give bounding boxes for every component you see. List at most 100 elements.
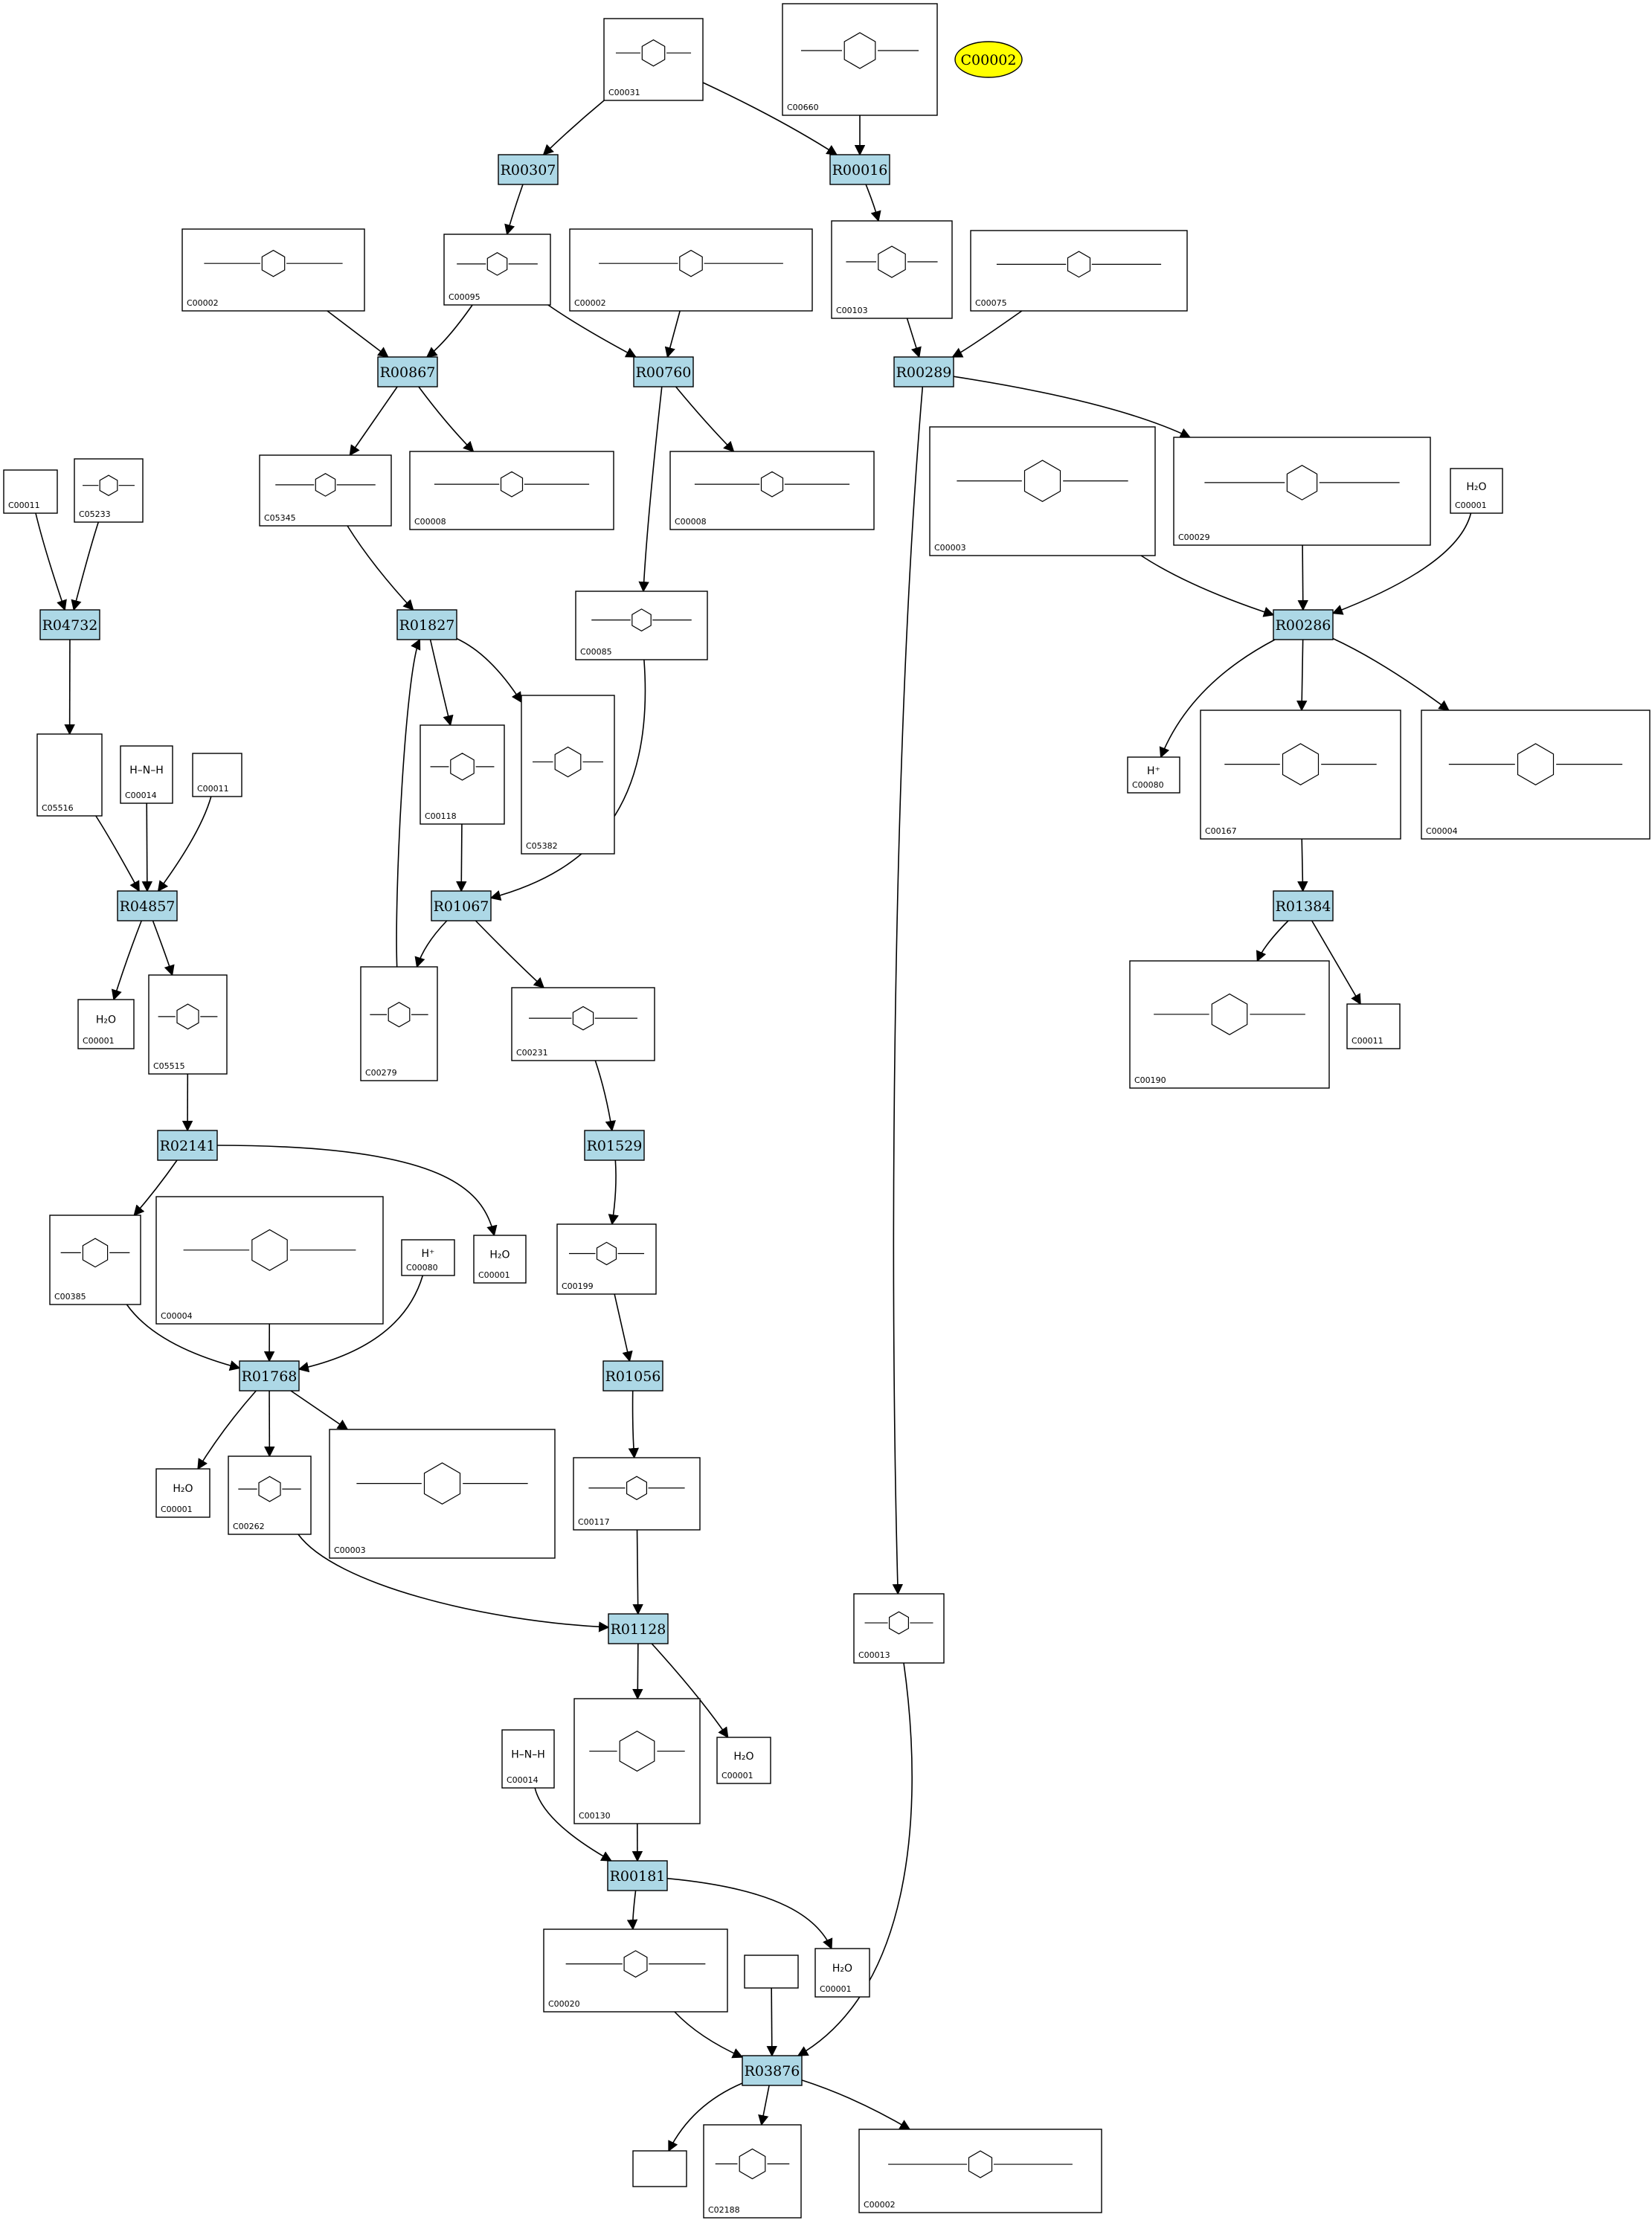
compound-c2b[interactable]: C00002 xyxy=(569,228,813,312)
compound-id: C00095 xyxy=(449,292,481,302)
compound-c5516[interactable]: C05516 xyxy=(36,733,103,817)
edge-R02141-to-c385 xyxy=(133,1159,178,1217)
structure-ring-icon xyxy=(1211,993,1248,1035)
compound-c385[interactable]: C00385 xyxy=(49,1215,141,1305)
compound-formula: H–N–H xyxy=(129,765,164,776)
structure-ring-icon xyxy=(760,471,784,498)
edge-R03876-to-c2188 xyxy=(758,2085,770,2126)
compound-c20[interactable]: C00020 xyxy=(543,1928,728,2013)
compound-c3a[interactable]: C00003 xyxy=(929,426,1156,556)
compound-c11a[interactable]: C00011 xyxy=(3,469,58,514)
reaction-r01384[interactable]: R01384 xyxy=(1273,890,1334,921)
compound-c4b[interactable]: C00004 xyxy=(155,1196,384,1325)
legend-label: C00002 xyxy=(961,52,1017,68)
reaction-r00307[interactable]: R00307 xyxy=(498,154,559,185)
reaction-r00867[interactable]: R00867 xyxy=(377,356,438,387)
reaction-r00181[interactable]: R00181 xyxy=(607,1860,668,1891)
edge-R01768-to-c3b xyxy=(290,1390,349,1430)
compound-c85[interactable]: C00085 xyxy=(575,591,708,660)
reaction-r01768[interactable]: R01768 xyxy=(239,1360,300,1392)
compound-c2c[interactable]: C00002 xyxy=(858,2129,1102,2213)
compound-c5515[interactable]: C05515 xyxy=(148,974,228,1075)
compound-c5382[interactable]: C05382 xyxy=(521,695,615,855)
edge-c262-to-R01128 xyxy=(298,1534,610,1632)
compound-box xyxy=(744,1955,799,1989)
legend-compound-c00002[interactable]: C00002 xyxy=(954,41,1023,78)
compound-c80a[interactable]: H⁺C00080 xyxy=(1127,756,1180,794)
compound-c5233[interactable]: C05233 xyxy=(74,458,144,523)
compound-c660[interactable]: C00660 xyxy=(782,3,938,116)
compound-c231[interactable]: C00231 xyxy=(511,987,655,1061)
compound-c80b[interactable]: H⁺C00080 xyxy=(401,1239,455,1276)
reaction-r01827[interactable]: R01827 xyxy=(396,609,457,640)
reaction-r01128[interactable]: R01128 xyxy=(608,1613,669,1644)
compound-formula: H₂O xyxy=(832,1963,852,1975)
compound-box xyxy=(1200,710,1401,840)
edge-R00760-to-c8b xyxy=(675,386,735,453)
compound-c2188[interactable]: C02188 xyxy=(703,2124,802,2219)
compound-id: C00118 xyxy=(425,811,457,821)
edge-R01128-to-c130 xyxy=(632,1643,643,1700)
compound-c2a[interactable]: C00002 xyxy=(181,228,365,312)
compound-c4a[interactable]: C00004 xyxy=(1421,710,1651,840)
compound-c11b[interactable]: C00011 xyxy=(192,753,242,797)
compound-c199[interactable]: C00199 xyxy=(556,1223,657,1295)
reaction-r01067[interactable]: R01067 xyxy=(431,890,492,921)
compound-c29[interactable]: C00029 xyxy=(1173,437,1431,546)
reaction-r00289[interactable]: R00289 xyxy=(893,356,954,387)
reaction-r04732[interactable]: R04732 xyxy=(39,609,100,640)
edge-R01384-to-c11c xyxy=(1311,920,1361,1006)
compound-c130[interactable]: C00130 xyxy=(573,1698,701,1824)
compound-id: C00117 xyxy=(578,1517,610,1527)
compound-c13[interactable]: C00013 xyxy=(853,1593,945,1664)
compound-blank1[interactable] xyxy=(744,1955,799,1989)
compound-c167[interactable]: C00167 xyxy=(1200,710,1401,840)
compound-c95[interactable]: C00095 xyxy=(443,234,551,306)
compound-c103[interactable]: C00103 xyxy=(831,220,953,319)
compound-c8b[interactable]: C00008 xyxy=(669,451,875,530)
reaction-r02141[interactable]: R02141 xyxy=(157,1130,218,1161)
compound-c11c[interactable]: C00011 xyxy=(1346,1003,1401,1049)
reaction-r01529[interactable]: R01529 xyxy=(584,1130,645,1161)
compound-c5345[interactable]: C05345 xyxy=(259,454,392,527)
reaction-r03876[interactable]: R03876 xyxy=(742,2055,803,2086)
edge-c118-to-R01067 xyxy=(456,823,467,892)
reaction-r04857[interactable]: R04857 xyxy=(117,890,178,921)
compound-c118[interactable]: C00118 xyxy=(420,724,505,825)
reaction-r00016[interactable]: R00016 xyxy=(829,154,890,185)
compound-c8a[interactable]: C00008 xyxy=(409,451,614,530)
compound-id: C00014 xyxy=(125,791,157,800)
compound-c279[interactable]: C00279 xyxy=(360,966,438,1081)
compound-box xyxy=(473,1235,527,1284)
compound-box xyxy=(573,1698,701,1824)
compound-c262[interactable]: C00262 xyxy=(228,1455,312,1535)
compound-c31[interactable]: C00031 xyxy=(603,18,704,101)
reaction-r00760[interactable]: R00760 xyxy=(633,356,694,387)
compound-c75[interactable]: C00075 xyxy=(970,230,1188,312)
compound-c190[interactable]: C00190 xyxy=(1129,960,1330,1089)
edge-c5516-to-R04857 xyxy=(95,815,140,892)
compound-box xyxy=(401,1239,455,1276)
reaction-r00286[interactable]: R00286 xyxy=(1273,609,1334,640)
compound-c14a[interactable]: H–N–H C00014 xyxy=(120,745,173,804)
reaction-box xyxy=(1273,890,1334,921)
reaction-label: R00016 xyxy=(832,162,888,178)
compound-box xyxy=(1173,437,1431,546)
compound-box xyxy=(858,2129,1102,2213)
edge-R04857-to-c1b xyxy=(111,920,142,1001)
compound-c117[interactable]: C00117 xyxy=(573,1457,701,1531)
edge-R00289-to-c29 xyxy=(953,376,1192,438)
compound-blank2[interactable] xyxy=(632,2150,687,2187)
compound-c3b[interactable]: C00003 xyxy=(329,1429,556,1559)
edge-c11b-to-R04857 xyxy=(157,796,212,892)
compound-box xyxy=(556,1223,657,1295)
structure-ring-icon xyxy=(251,1229,288,1271)
reaction-r01056[interactable]: R01056 xyxy=(602,1360,663,1392)
